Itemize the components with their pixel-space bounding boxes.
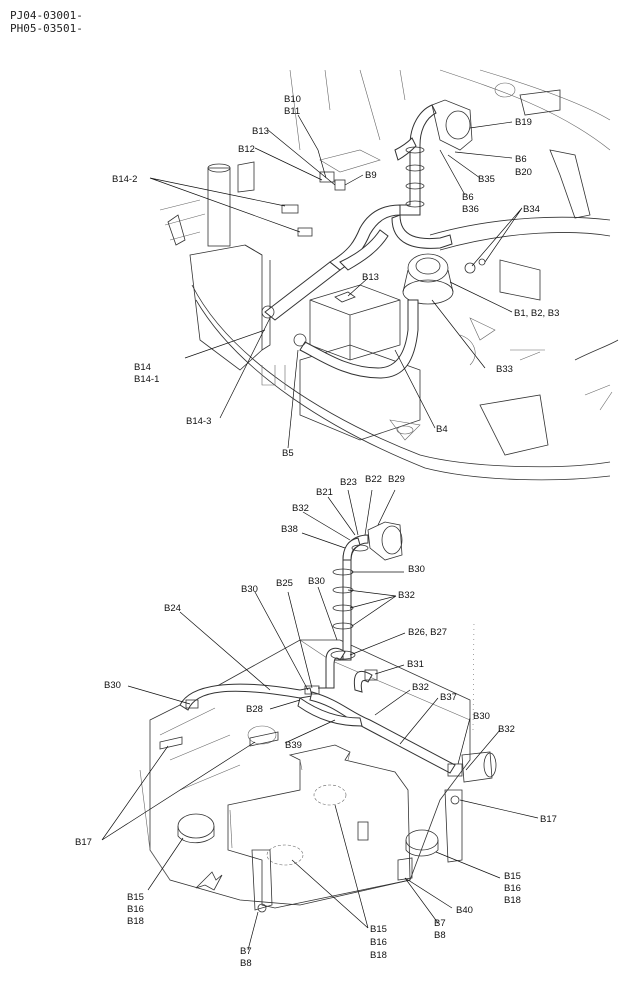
callout-b8-right: B8 [434, 930, 446, 941]
callout-b17-left: B17 [75, 837, 92, 848]
callout-b14-1: B14-1 [134, 374, 159, 385]
callout-b30-right: B30 [408, 564, 425, 575]
upper-frame-assembly [159, 69, 619, 481]
callout-b1-b2-b3: B1, B2, B3 [514, 308, 559, 319]
callout-b30-mid: B30 [308, 576, 325, 587]
callout-b12: B12 [238, 144, 255, 155]
callout-b25: B25 [276, 578, 293, 589]
callout-b8-left: B8 [240, 958, 252, 969]
upper-leader-lines [149, 114, 523, 449]
callout-b21: B21 [316, 487, 333, 498]
callout-b30-left: B30 [241, 584, 258, 595]
callout-b16-left: B16 [127, 904, 144, 915]
callout-b32-lower: B32 [498, 724, 515, 735]
callout-b4: B4 [436, 424, 448, 435]
callout-b14-2: B14-2 [112, 174, 137, 185]
callout-b39: B39 [285, 740, 302, 751]
callout-b7-right: B7 [434, 918, 446, 929]
callout-b40: B40 [456, 905, 473, 916]
callout-b7-left: B7 [240, 946, 252, 957]
callout-b33: B33 [496, 364, 513, 375]
callout-b10: B10 [284, 94, 301, 105]
callout-b30-far-left: B30 [104, 680, 121, 691]
lower-callouts: B21 B23 B22 B29 B32 B38 B30 B30 B25 B30 … [75, 474, 557, 969]
callout-b5: B5 [282, 448, 294, 459]
callout-b13-top: B13 [252, 126, 269, 137]
callout-b15-left: B15 [127, 892, 144, 903]
callout-b14-3: B14-3 [186, 416, 211, 427]
callout-b26-b27: B26, B27 [408, 627, 447, 638]
callout-b31: B31 [407, 659, 424, 670]
callout-b34: B34 [523, 204, 540, 215]
callout-b22: B22 [365, 474, 382, 485]
callout-b18-right: B18 [504, 895, 521, 906]
callout-b16-right: B16 [504, 883, 521, 894]
callout-b6-mid: B6 [462, 192, 474, 203]
callout-b29: B29 [388, 474, 405, 485]
callout-b9: B9 [365, 170, 377, 181]
callout-b18-left: B18 [127, 916, 144, 927]
callout-b11: B11 [284, 106, 300, 117]
callout-b15-bottom: B15 [370, 924, 387, 935]
callout-b30-lower: B30 [473, 711, 490, 722]
callout-b14: B14 [134, 362, 151, 373]
callout-b24: B24 [164, 603, 181, 614]
part-number-range-1: PJ04-03001- [10, 9, 83, 22]
callout-b23: B23 [340, 477, 357, 488]
callout-b36: B36 [462, 204, 479, 215]
callout-b35: B35 [478, 174, 495, 185]
callout-b20: B20 [515, 167, 532, 178]
callout-b16-bottom: B16 [370, 937, 387, 948]
callout-b32-top: B32 [292, 503, 309, 514]
callout-b32-mid: B32 [412, 682, 429, 693]
callout-b6-top: B6 [515, 154, 527, 165]
part-number-range-2: PH05-03501- [10, 22, 83, 35]
callout-b13-mid: B13 [362, 272, 379, 283]
callout-b38: B38 [281, 524, 298, 535]
lower-leader-lines [101, 489, 539, 951]
callout-b19: B19 [515, 117, 532, 128]
callout-b15-right: B15 [504, 871, 521, 882]
upper-callouts: B10 B11 B13 B12 B9 B14-2 B19 B6 B20 B35 … [112, 94, 559, 459]
callout-b18-bottom: B18 [370, 950, 387, 961]
callout-b17-right: B17 [540, 814, 557, 825]
callout-b37: B37 [440, 692, 457, 703]
callout-b32-clamps: B32 [398, 590, 415, 601]
callout-b28: B28 [246, 704, 263, 715]
